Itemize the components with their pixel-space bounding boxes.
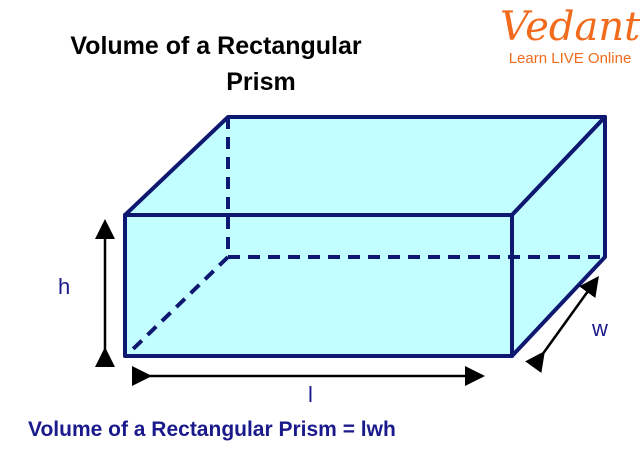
page-title: Volume of a Rectangular Prism	[36, 28, 396, 100]
volume-formula: Volume of a Rectangular Prism = lwh	[28, 418, 396, 441]
logo-brand: Vedantu	[500, 4, 640, 50]
vedantu-logo: Vedantu Learn LIVE Online	[500, 4, 640, 68]
title-line-1: Volume of a Rectangular	[70, 32, 362, 60]
front-face	[123, 213, 514, 358]
width-label: w	[592, 316, 608, 341]
length-label: l	[308, 382, 313, 407]
title-line-2: Prism	[226, 68, 296, 96]
width-arrow	[525, 275, 599, 374]
logo-tagline: Learn LIVE Online	[508, 50, 632, 67]
prism	[123, 115, 607, 358]
hidden-edges	[128, 117, 605, 354]
height-label: h	[58, 274, 71, 299]
